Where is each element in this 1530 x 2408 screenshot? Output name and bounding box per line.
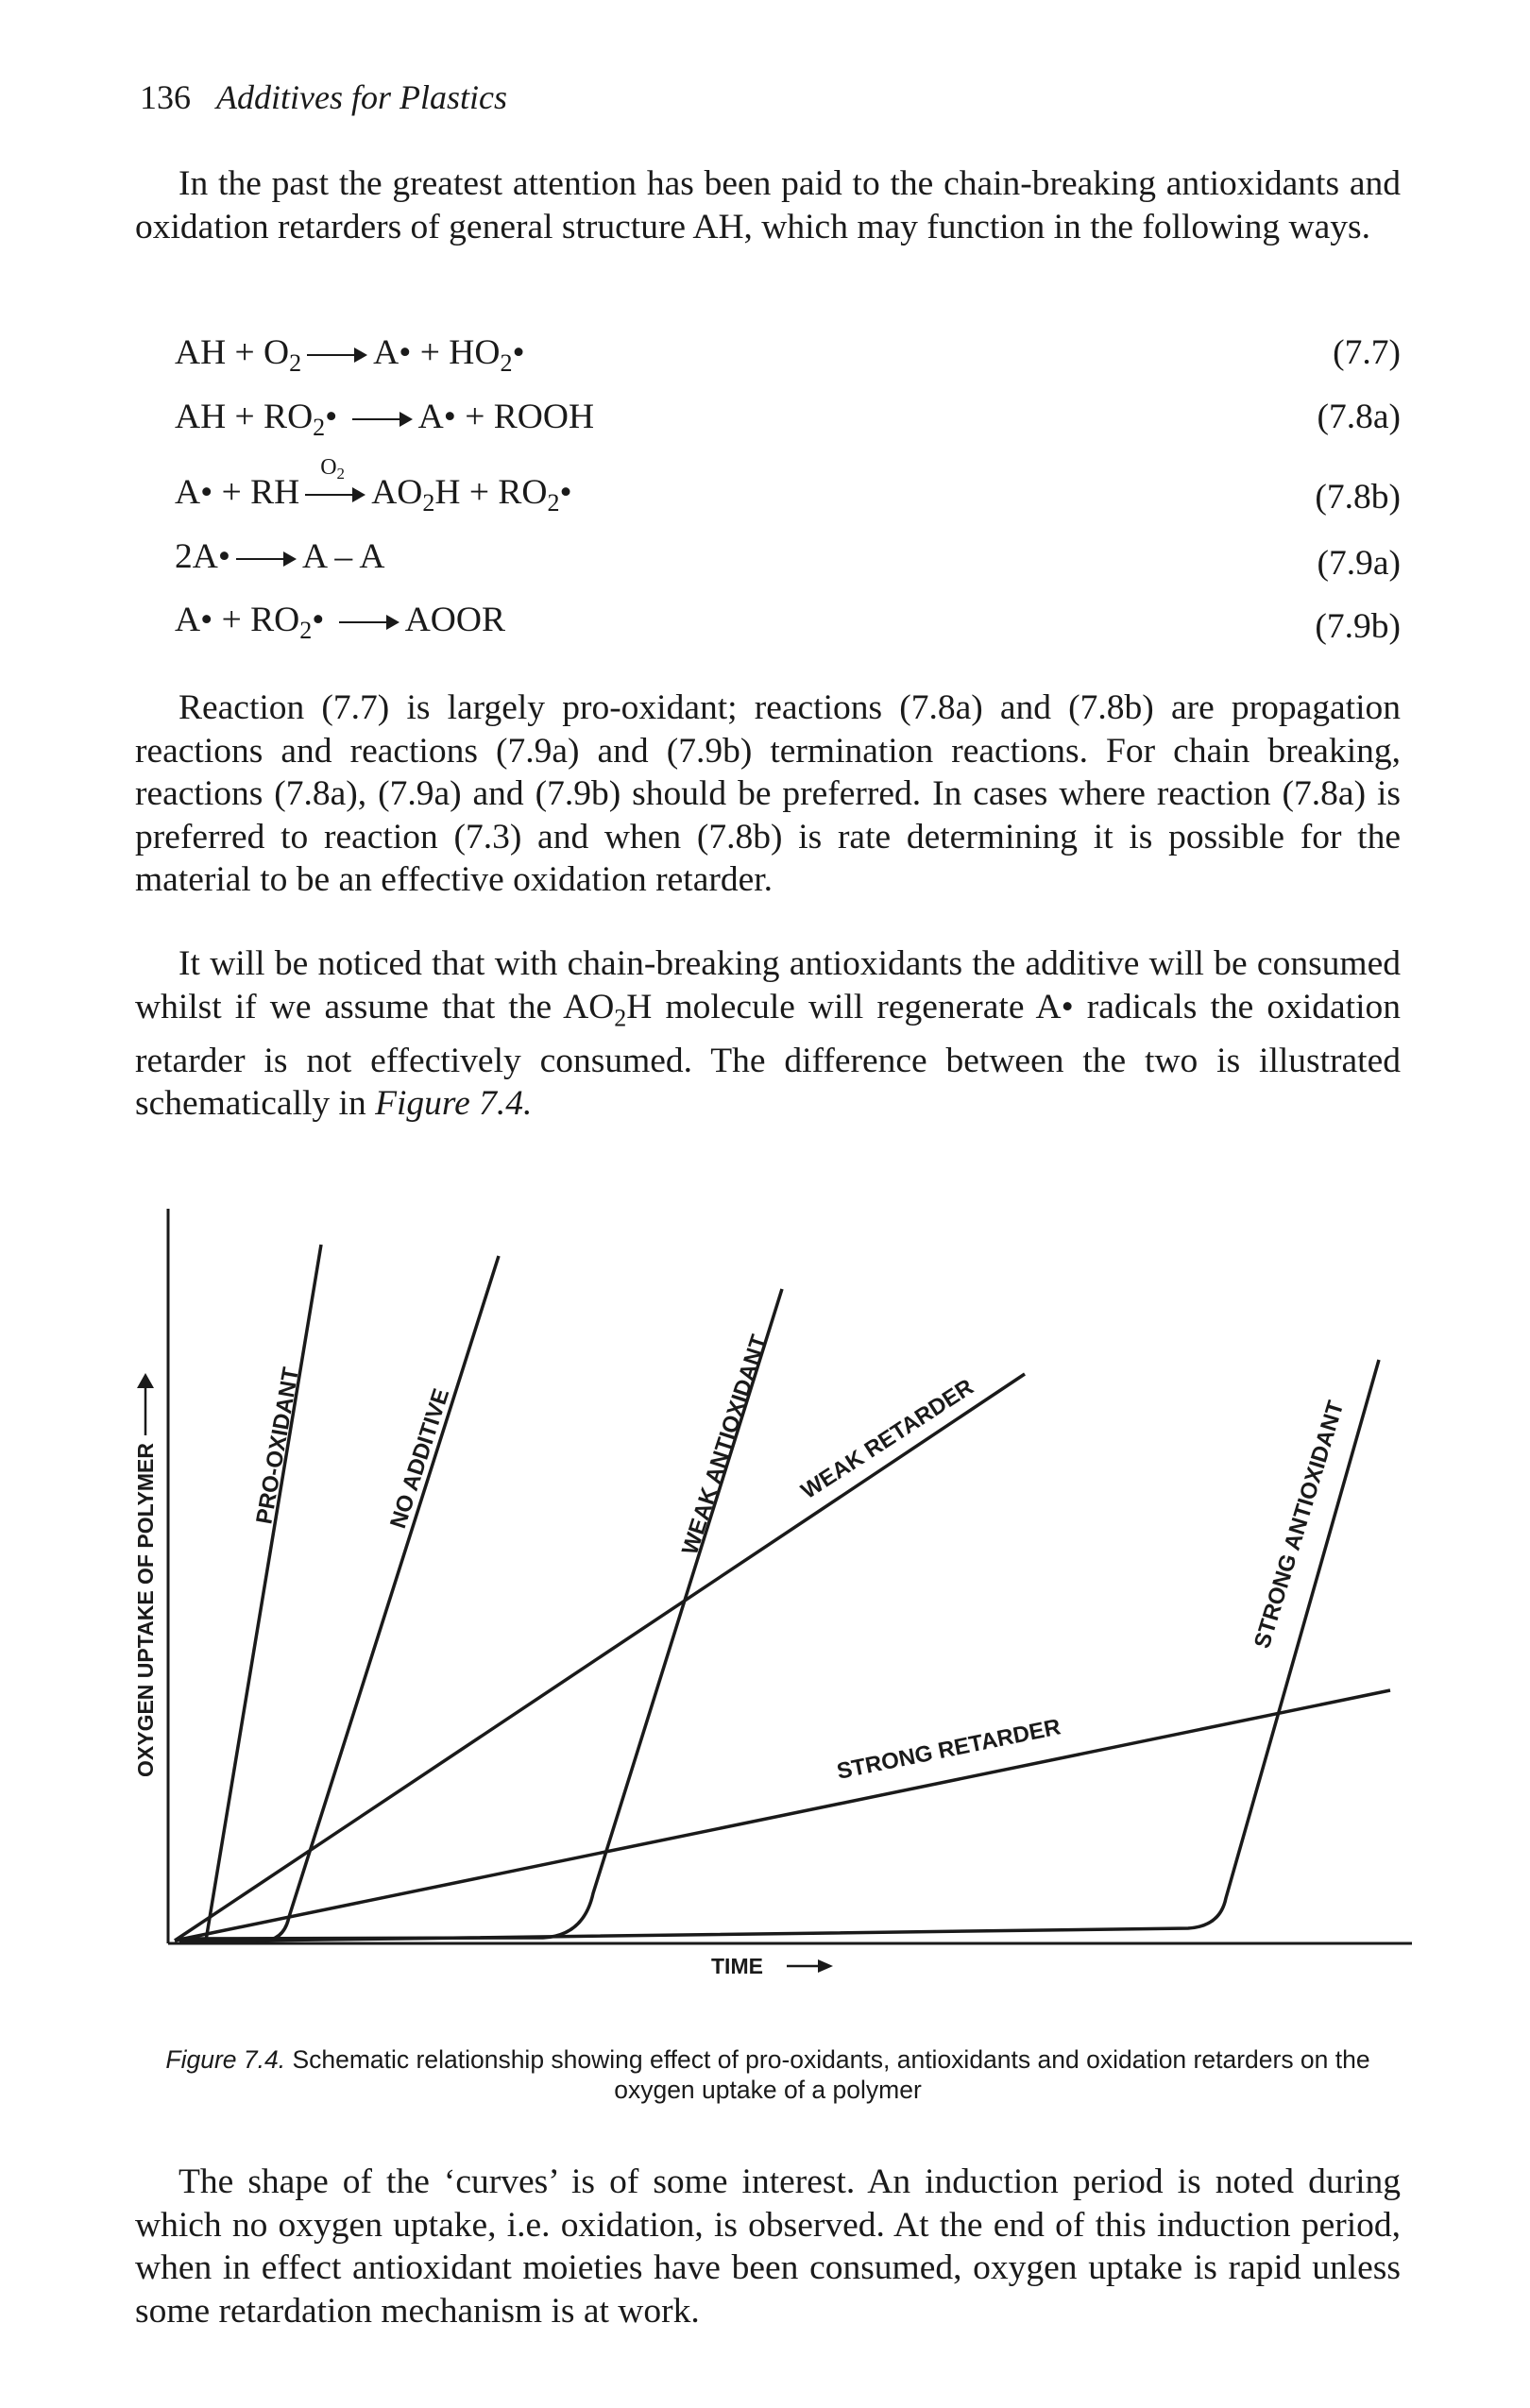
running-title: Additives for Plastics [216, 78, 507, 116]
label-pro-oxidant: PRO-OXIDANT [251, 1365, 304, 1526]
label-weak-antioxidant: WEAK ANTIOXIDANT [677, 1331, 773, 1558]
intro-paragraph: In the past the greatest attention has b… [135, 164, 1401, 246]
figure-reference: Figure 7.4. [375, 1084, 533, 1123]
label-weak-retarder: WEAK RETARDER [797, 1374, 978, 1504]
page-header: 136 Additives for Plastics [140, 77, 507, 117]
curve-pro-oxidant [204, 1244, 323, 1942]
svg-text:OXYGEN UPTAKE OF POLYMER: OXYGEN UPTAKE OF POLYMER [133, 1443, 158, 1777]
equation-7-8a: AH + RO2• A• + ROOH [175, 398, 595, 441]
caption-label: Figure 7.4. [165, 2045, 286, 2074]
subscript: 2 [614, 1004, 627, 1031]
svg-text:TIME: TIME [711, 1954, 763, 1978]
figure-7-4: OXYGEN UPTAKE OF POLYMER TIME PRO-OXIDAN… [133, 1209, 1412, 1978]
page-number: 136 [140, 78, 191, 116]
final-paragraph: The shape of the ‘curves’ is of some int… [135, 2162, 1401, 2331]
equation-number: (7.9a) [1317, 544, 1402, 583]
curve-weak-retarder [174, 1372, 1026, 1942]
paragraph-text: H molecule will regenerate A• radicals t… [135, 987, 1401, 1124]
curve-strong-retarder [174, 1688, 1391, 1942]
paragraph-text: It will be noticed that with chain-break… [135, 944, 1401, 1026]
equation-number: (7.7) [1333, 333, 1401, 372]
label-strong-retarder: STRONG RETARDER [835, 1714, 1062, 1784]
equation-7-9a: 2A•A – A [175, 537, 385, 576]
curve-strong-antioxidant [178, 1359, 1381, 1943]
equation-number: (7.9b) [1315, 607, 1401, 646]
equation-number: (7.8b) [1315, 478, 1401, 517]
paragraph-consumption: It will be noticed that with chain-break… [135, 942, 1401, 1126]
paragraph-reactions: Reaction (7.7) is largely pro-oxidant; r… [135, 688, 1401, 899]
curve-no-additive [256, 1255, 501, 1943]
equation-7-9b: A• + RO2• AOOR [175, 601, 505, 644]
caption-text: Schematic relationship showing effect of… [292, 2045, 1370, 2104]
y-axis-label: OXYGEN UPTAKE OF POLYMER [133, 1373, 158, 1777]
equation-number: (7.8a) [1317, 398, 1402, 436]
x-axis-label: TIME [711, 1954, 833, 1978]
curve-weak-antioxidant [178, 1288, 784, 1941]
label-strong-antioxidant: STRONG ANTIOXIDANT [1250, 1398, 1350, 1652]
figure-caption: Figure 7.4. Schematic relationship showi… [135, 2044, 1401, 2105]
